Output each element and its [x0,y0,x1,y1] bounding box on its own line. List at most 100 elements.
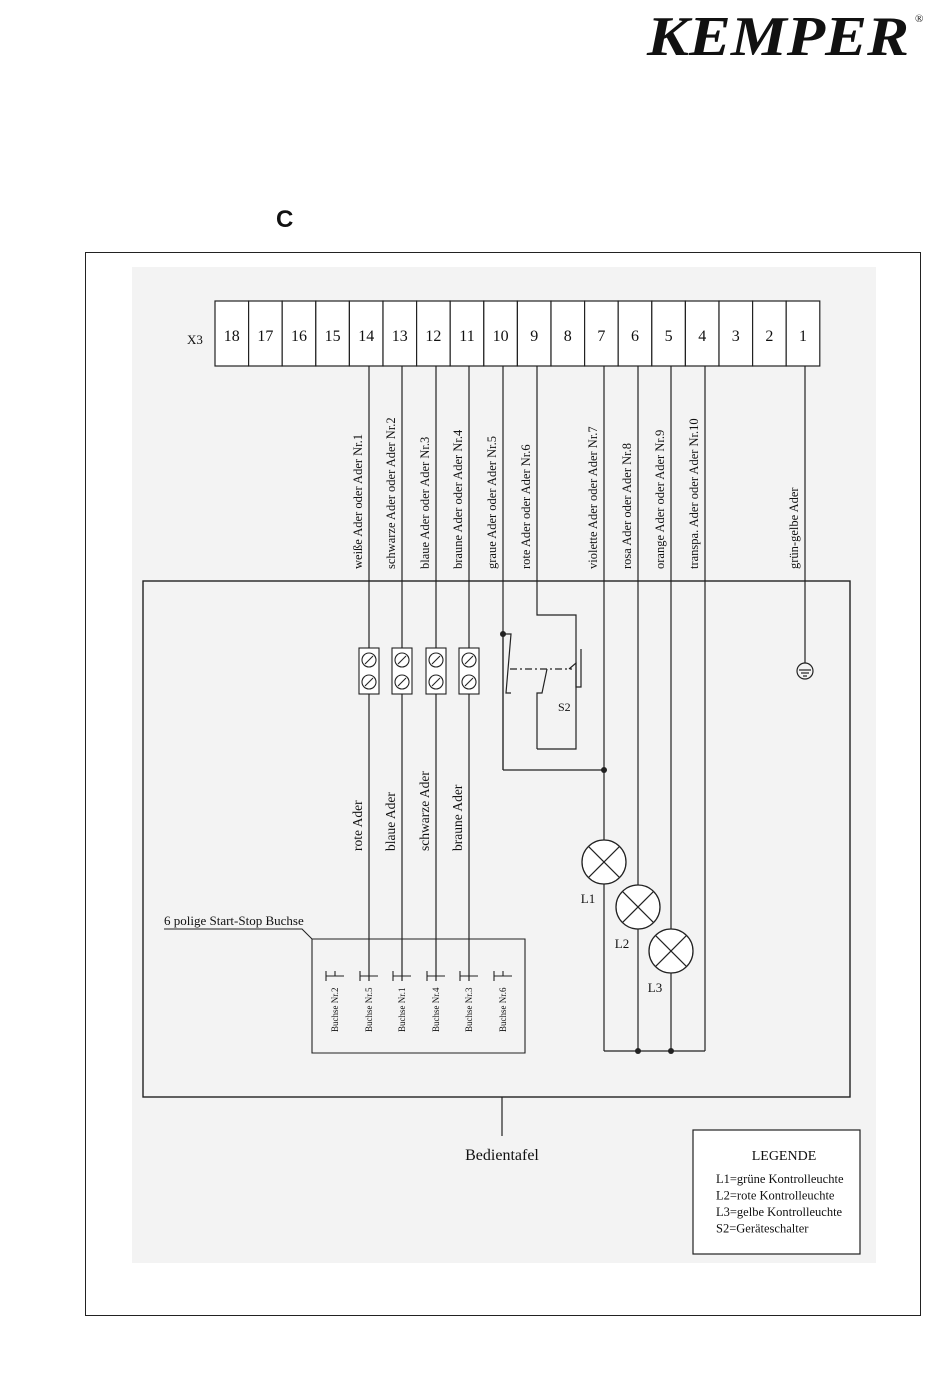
terminal-number: 5 [665,328,673,345]
registered-mark: ® [915,13,923,25]
cable-label: rosa Ader oder Ader Nr.8 [620,443,634,569]
inner-wire-label: rote Ader [350,800,365,851]
terminal-number: 7 [597,328,605,345]
terminal-number: 4 [698,328,706,345]
socket-box [164,928,526,1054]
kemper-logo: KEMPER ® [646,8,923,60]
wire-9 [536,366,577,750]
junction-dot [601,767,607,773]
legend-item: S2=Geräteschalter [716,1222,809,1236]
terminal-number: 1 [799,328,807,345]
terminal-block-label: X3 [187,332,203,347]
terminal-18 [214,300,250,367]
junction-dot [635,1048,641,1054]
switch-label: S2 [558,700,571,714]
terminal-7 [584,300,619,367]
junction-dot [668,1048,674,1054]
socket-label: Buchse Nr.4 [431,987,441,1032]
earth-symbol [796,662,814,680]
cable-label: transpa. Ader oder Ader Nr.10 [687,418,701,569]
cable-label: weiße Ader oder Ader Nr.1 [351,434,365,569]
cable-labels: weiße Ader oder Ader Nr.1 schwarze Ader o… [351,417,801,569]
legend-item: L1=grüne Kontrolleuchte [716,1172,844,1186]
section-letter: C [276,206,294,233]
screw-slot [464,655,474,665]
cable-label: grün-gelbe Ader [787,487,801,569]
terminal-6 [617,300,653,367]
terminal-2 [751,300,787,367]
terminal-number: 3 [732,328,740,345]
terminal-5 [651,300,686,367]
legend-item: L3=gelbe Kontrolleuchte [716,1205,843,1219]
terminal-17 [248,300,283,367]
inner-wire-label: schwarze Ader [417,771,432,851]
drawing-background [132,267,876,1263]
screw-terminals [358,647,480,695]
lamp-cross [588,846,620,878]
cable-label: schwarze Ader oder Ader Nr.2 [384,417,398,569]
socket-label: Buchse Nr.2 [330,988,340,1033]
screw-slot [364,655,374,665]
terminal-number: 9 [530,328,538,345]
terminal-number: 15 [325,328,341,345]
socket-label: Buchse Nr.6 [498,987,508,1032]
cable-label: rote Ader oder Ader Nr.6 [519,444,533,569]
terminal-number: 12 [425,328,441,345]
legend-item: L2=rote Kontrolleuchte [716,1189,835,1203]
panel-box [142,580,851,1098]
junction-dot [500,631,506,637]
terminal-block: 18 17 16 15 14 13 12 11 10 9 8 7 6 5 4 3 2 1 [214,300,821,367]
terminal-14 [348,300,384,367]
screw-slot [431,655,441,665]
terminal-number: 8 [564,328,572,345]
switch-s2 [502,633,604,771]
inner-wire-label: braune Ader [450,784,465,851]
panel-label: Bedientafel [465,1147,539,1164]
inner-wire-label: blaue Ader [383,792,398,851]
lamp-cross [655,935,687,967]
terminal-number: 11 [459,328,474,345]
terminal-9 [516,300,552,367]
legend-box [692,1129,861,1255]
terminal-number: 17 [257,328,273,345]
terminal-16 [281,300,317,367]
screw-slot [431,677,441,687]
terminal-number: 14 [358,328,374,345]
screw-slot [397,655,407,665]
socket-title: 6 polige Start-Stop Buchse [164,913,304,928]
logo-wordmark: KEMPER [646,8,909,60]
terminal-10 [483,300,518,367]
terminal-number: 16 [291,328,307,345]
terminal-number: 6 [631,328,639,345]
sockets: Buchse Nr.2 Buchse Nr.5 Buchse Nr.1 Buchse … [325,971,512,1033]
terminal-number: 13 [392,328,408,345]
screw-slot [397,677,407,687]
cable-label: graue Ader oder Ader Nr.5 [485,436,499,569]
terminal-number: 2 [765,328,773,345]
socket-label: Buchse Nr.3 [464,987,474,1032]
cable-label: blaue Ader oder Ader Nr.3 [418,437,432,569]
lamp-label: L3 [648,980,662,995]
terminal-12 [416,300,451,367]
cable-label: braune Ader oder Ader Nr.4 [451,429,465,569]
cable-label: violette Ader oder Ader Nr.7 [586,426,600,569]
terminal-11 [449,300,485,367]
lamp-label: L2 [615,936,629,951]
inner-wire-labels: rote Ader blaue Ader schwarze Ader braune A… [350,771,465,851]
socket-label: Buchse Nr.5 [364,987,374,1032]
terminal-1 [785,300,821,367]
legend-title: LEGENDE [752,1149,817,1164]
cable-label: orange Ader oder Ader Nr.9 [653,430,667,569]
socket-label: Buchse Nr.1 [397,988,407,1033]
terminal-number: 18 [224,328,240,345]
terminal-3 [718,300,754,367]
screw-slot [464,677,474,687]
lamp-cross [622,891,654,923]
lamp-label: L1 [581,891,595,906]
terminal-number: 10 [493,328,509,345]
terminal-13 [382,300,418,367]
